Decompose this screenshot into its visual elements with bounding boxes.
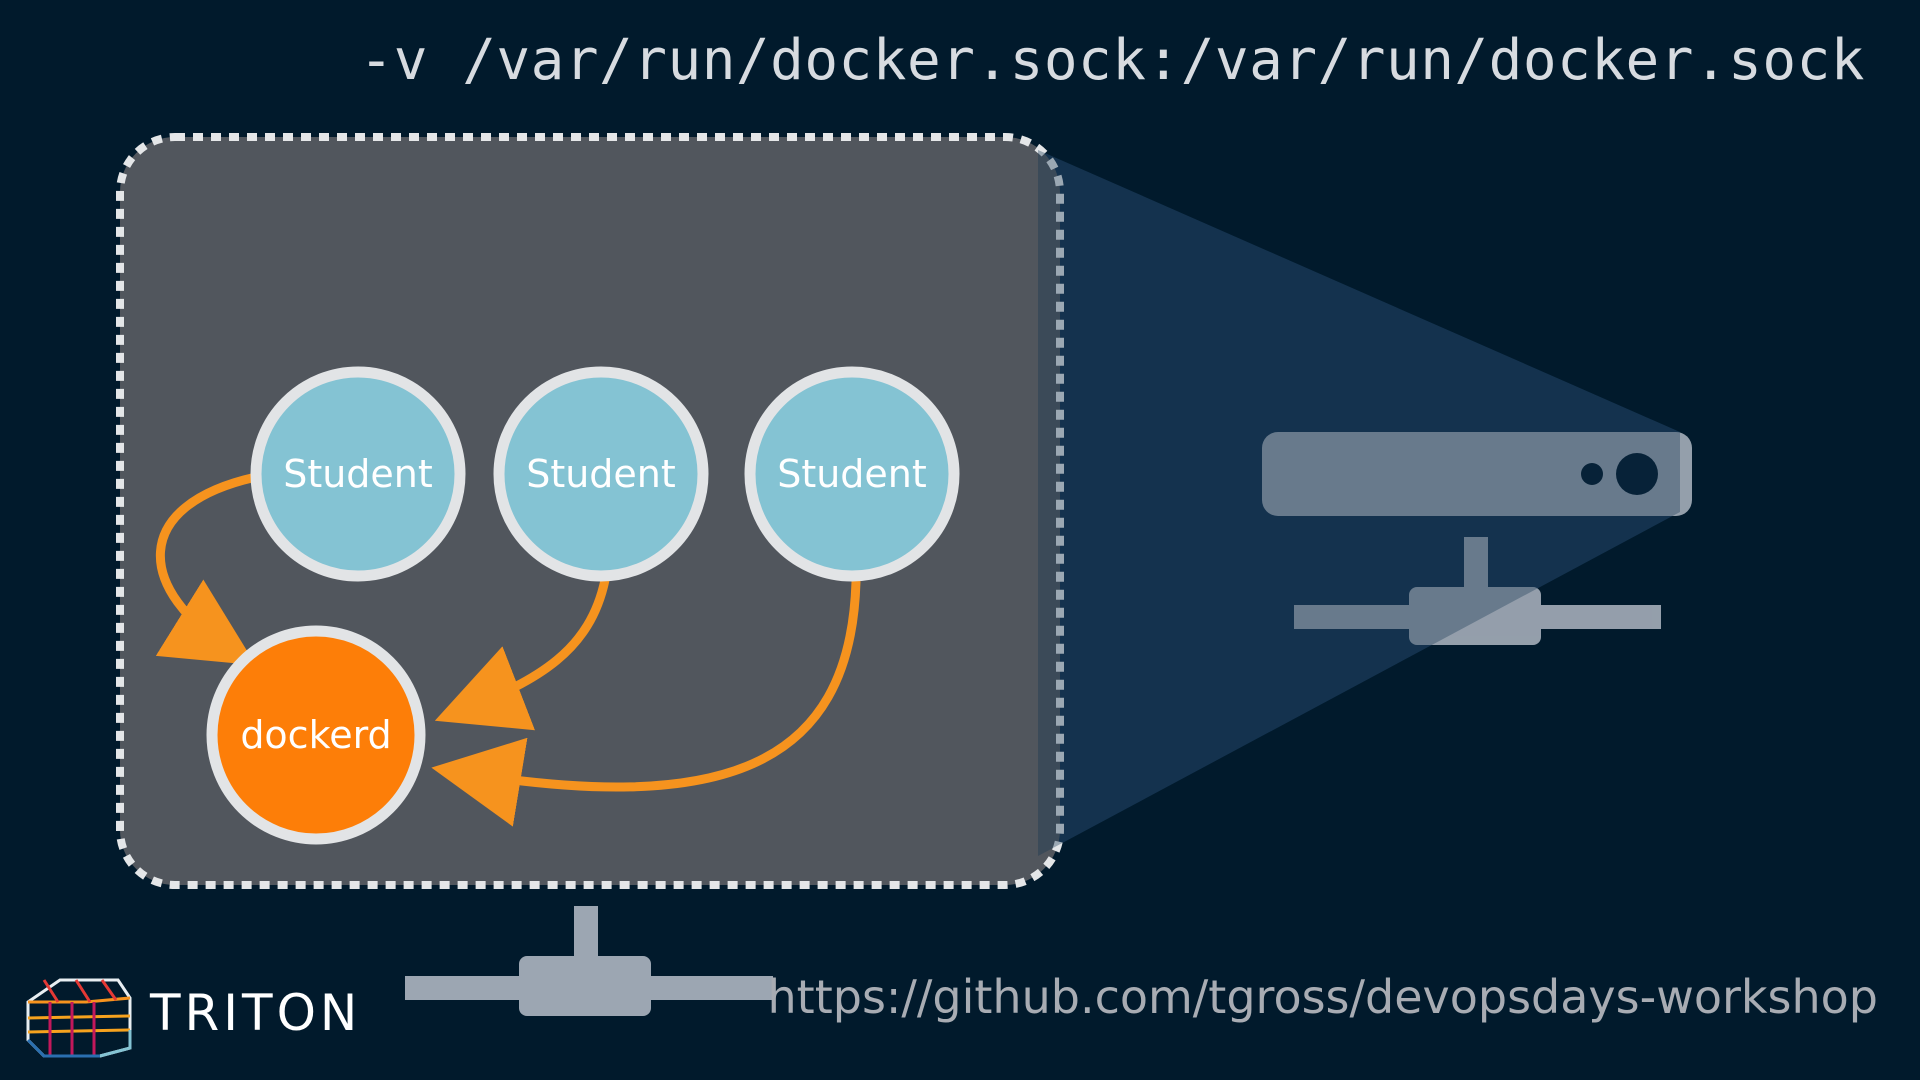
student-node-2-label: Student <box>526 452 676 496</box>
dockerd-node-label: dockerd <box>240 713 391 757</box>
student-node-1-label: Student <box>283 452 433 496</box>
arrow-student-2-to-dockerd <box>434 575 610 731</box>
container-network-connector-icon <box>405 906 773 1016</box>
triton-wordmark: TRITON <box>150 984 362 1042</box>
student-node-3-label: Student <box>777 452 927 496</box>
arrow-student-1-to-dockerd <box>155 472 261 666</box>
student-node-1: Student <box>250 366 466 582</box>
arrow-student-3-to-dockerd <box>431 577 861 827</box>
docker-sock-mount-command: -v /var/run/docker.sock:/var/run/docker.… <box>359 28 1865 93</box>
student-node-3: Student <box>744 366 960 582</box>
server-icon <box>1262 432 1692 516</box>
triton-cube-logo-icon <box>26 978 132 1058</box>
dockerd-node: dockerd <box>206 625 426 845</box>
workshop-url: https://github.com/tgross/devopsdays-wor… <box>767 970 1878 1024</box>
server-network-connector-icon <box>1294 537 1661 645</box>
student-node-2: Student <box>493 366 709 582</box>
